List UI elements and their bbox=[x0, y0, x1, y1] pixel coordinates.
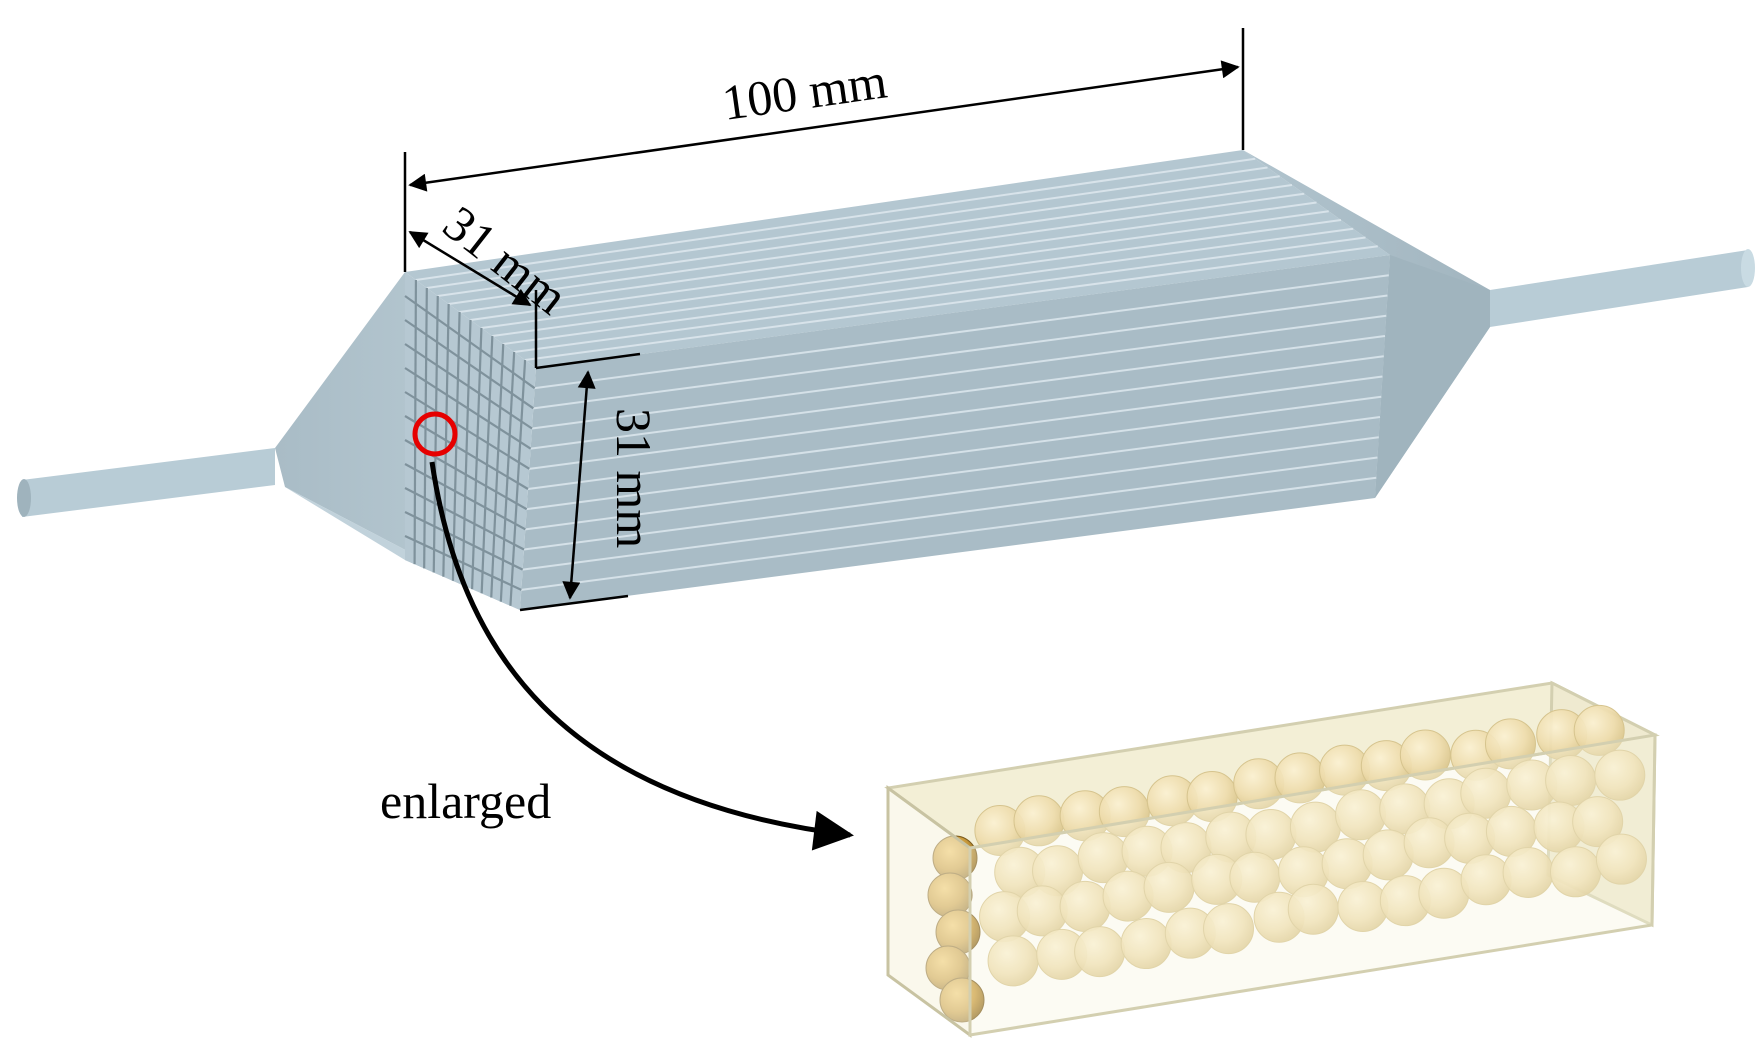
grid-line bbox=[404, 463, 526, 531]
grid-line bbox=[404, 391, 530, 470]
enlarged-label: enlarged bbox=[380, 773, 551, 829]
particle bbox=[1203, 903, 1255, 955]
grid-line bbox=[404, 319, 534, 410]
channel-groove bbox=[527, 375, 1383, 490]
channel-groove bbox=[531, 314, 1387, 430]
height-arrow bbox=[562, 370, 596, 600]
outlet-diffuser bbox=[1243, 150, 1490, 498]
grid-line bbox=[404, 295, 536, 390]
channel-grid bbox=[404, 279, 536, 606]
channel-groove bbox=[534, 274, 1389, 390]
channel-groove bbox=[492, 219, 1342, 337]
length-arrow bbox=[408, 60, 1240, 192]
channel-groove bbox=[530, 335, 1386, 450]
particle bbox=[1572, 796, 1624, 848]
channel-groove bbox=[524, 245, 1378, 361]
channel-groove bbox=[533, 294, 1388, 410]
channel-groove bbox=[503, 227, 1354, 345]
outlet-pipe bbox=[1490, 249, 1755, 327]
width-arrow bbox=[408, 230, 532, 307]
curved-arrow-icon bbox=[429, 461, 854, 851]
channel-groove bbox=[525, 416, 1381, 531]
circle-marker-icon bbox=[412, 411, 458, 457]
channel-groove bbox=[526, 395, 1382, 511]
grid-line bbox=[404, 415, 529, 490]
channel-groove bbox=[514, 236, 1366, 353]
particle bbox=[1595, 833, 1647, 885]
channel-lines bbox=[415, 157, 1389, 591]
height-label: 31 mm bbox=[606, 408, 662, 548]
channel-groove bbox=[521, 476, 1377, 591]
channel-groove bbox=[522, 456, 1378, 571]
grid-line bbox=[404, 367, 532, 450]
inlet-pipe bbox=[17, 448, 275, 517]
grid-line bbox=[404, 487, 525, 551]
enlarged-channel bbox=[884, 680, 1660, 1038]
dimension-height: 31 mm bbox=[519, 352, 662, 612]
grid-line bbox=[404, 343, 533, 430]
particle bbox=[1594, 749, 1646, 801]
channel-groove bbox=[523, 436, 1379, 551]
reactor-body bbox=[17, 150, 1755, 610]
packed-particles bbox=[925, 704, 1647, 1023]
grid-line bbox=[404, 511, 524, 571]
channel-groove bbox=[448, 184, 1293, 305]
channel-groove bbox=[481, 210, 1329, 329]
channel-groove bbox=[470, 201, 1317, 321]
grid-line bbox=[404, 535, 522, 591]
channel-groove bbox=[529, 355, 1384, 470]
channel-groove bbox=[437, 175, 1280, 297]
channel-groove bbox=[459, 192, 1305, 313]
